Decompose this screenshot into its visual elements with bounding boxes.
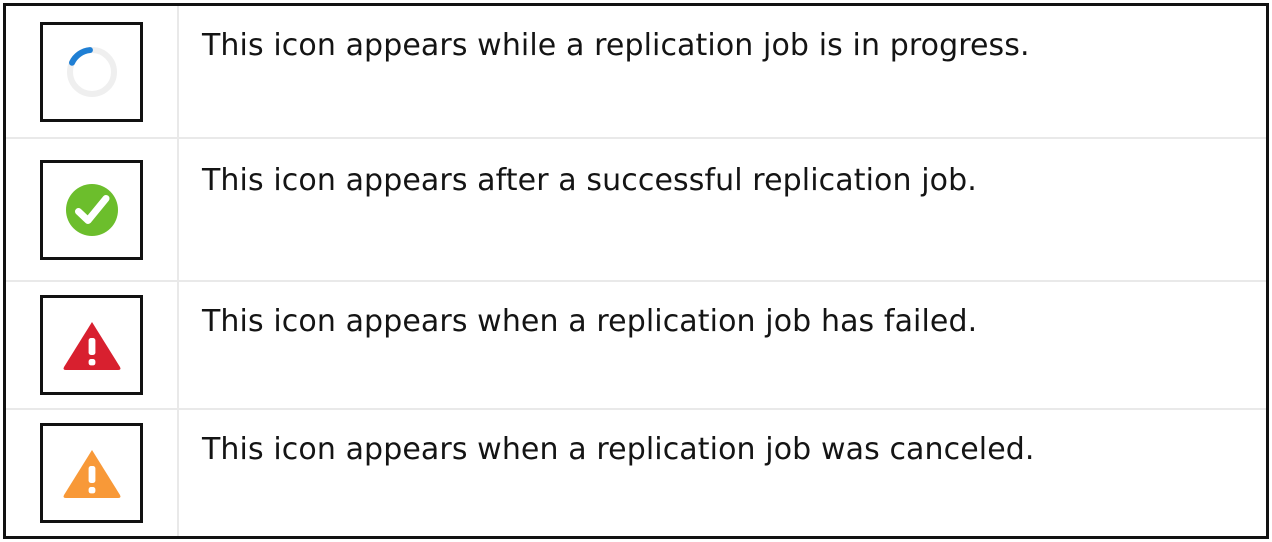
- description-cell: This icon appears after a successful rep…: [179, 139, 1266, 280]
- replication-status-icon-legend-table: This icon appears while a replication jo…: [3, 3, 1269, 539]
- icon-cell: [6, 410, 179, 536]
- description-cell: This icon appears while a replication jo…: [179, 6, 1266, 137]
- table-row: This icon appears while a replication jo…: [6, 6, 1266, 137]
- row-description: This icon appears while a replication jo…: [202, 28, 1030, 63]
- row-description: This icon appears when a replication job…: [202, 432, 1035, 467]
- icon-frame: [40, 21, 143, 122]
- icon-cell: [6, 6, 179, 137]
- row-description: This icon appears after a successful rep…: [202, 163, 977, 198]
- description-cell: This icon appears when a replication job…: [179, 410, 1266, 536]
- icon-cell: [6, 282, 179, 408]
- icon-frame: [40, 295, 143, 395]
- description-cell: This icon appears when a replication job…: [179, 282, 1266, 408]
- table-row: This icon appears when a replication job…: [6, 280, 1266, 408]
- table-row: This icon appears after a successful rep…: [6, 137, 1266, 280]
- error-warning-triangle-icon: [61, 317, 123, 373]
- table-row: This icon appears when a replication job…: [6, 408, 1266, 536]
- success-check-circle-icon: [63, 181, 121, 239]
- icon-frame: [40, 423, 143, 523]
- spinner-in-progress-icon: [60, 40, 124, 104]
- icon-cell: [6, 139, 179, 280]
- icon-frame: [40, 159, 143, 260]
- row-description: This icon appears when a replication job…: [202, 304, 978, 339]
- canceled-warning-triangle-icon: [61, 445, 123, 501]
